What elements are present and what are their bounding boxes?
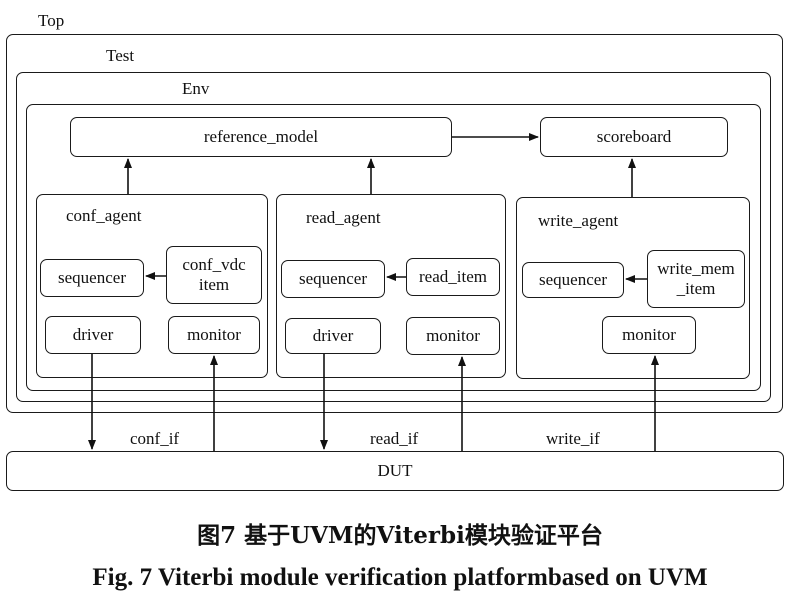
conf-driver-label: driver: [72, 325, 114, 345]
write-sequencer-label: sequencer: [539, 270, 607, 290]
read-sequencer-label: sequencer: [299, 269, 367, 289]
write-item-label-line2: _item: [676, 279, 716, 298]
env-label: Env: [182, 79, 210, 98]
scoreboard-box: scoreboard: [540, 117, 728, 157]
conf-item-label-line1: conf_vdc: [182, 255, 246, 275]
conf-item-label-line2: item: [198, 275, 230, 294]
top-label: Top: [38, 11, 65, 30]
reference-model-label: reference_model: [203, 127, 319, 147]
write-if-label: write_if: [546, 429, 600, 448]
dut-box: DUT: [6, 451, 784, 491]
reference-model-box: reference_model: [70, 117, 452, 157]
read-driver-box: driver: [285, 318, 381, 354]
conf-sequencer-box: sequencer: [40, 259, 144, 297]
write-monitor-box: monitor: [602, 316, 696, 354]
read-monitor-box: monitor: [406, 317, 500, 355]
read-agent-label: read_agent: [306, 208, 381, 227]
read-if-label: read_if: [370, 429, 419, 448]
dut-label: DUT: [377, 461, 413, 481]
write-item-box: write_mem _item: [647, 250, 745, 308]
caption-english: Fig. 7 Viterbi module verification platf…: [92, 564, 708, 591]
caption-chinese: 图7 基于UVM的Viterbi模块验证平台: [197, 522, 603, 549]
conf-driver-box: driver: [45, 316, 141, 354]
conf-sequencer-label: sequencer: [58, 268, 126, 288]
read-monitor-label: monitor: [426, 326, 480, 346]
read-item-box: read_item: [406, 258, 500, 296]
write-agent-label: write_agent: [538, 211, 619, 230]
conf-agent-label: conf_agent: [66, 206, 142, 225]
read-driver-label: driver: [312, 326, 354, 346]
conf-monitor-label: monitor: [187, 325, 241, 345]
write-sequencer-box: sequencer: [522, 262, 624, 298]
conf-item-box: conf_vdc item: [166, 246, 262, 304]
read-item-label: read_item: [419, 267, 487, 287]
write-item-label-line1: write_mem: [657, 259, 735, 279]
test-label: Test: [106, 46, 135, 65]
scoreboard-label: scoreboard: [596, 127, 672, 147]
read-sequencer-box: sequencer: [281, 260, 385, 298]
write-monitor-label: monitor: [622, 325, 676, 345]
conf-if-label: conf_if: [130, 429, 180, 448]
conf-monitor-box: monitor: [168, 316, 260, 354]
